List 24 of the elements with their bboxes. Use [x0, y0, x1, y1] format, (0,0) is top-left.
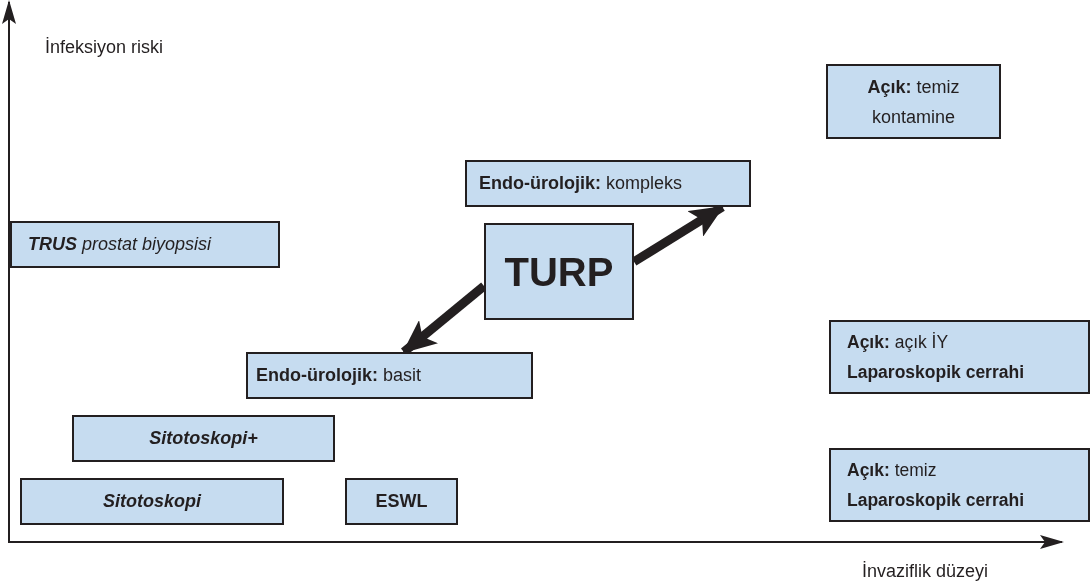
process-box — [484, 223, 634, 320]
box-text: Açık: temiz — [847, 459, 937, 482]
box-text: Laparoskopik cerrahi — [847, 489, 1025, 512]
box-text: Açık: açık İY — [847, 331, 949, 354]
process-box — [10, 221, 280, 268]
axis-label: İnfeksiyon riski — [45, 36, 164, 59]
box-text: Açık: temiz kontamine — [866, 75, 961, 129]
process-box — [72, 415, 335, 462]
box-text: Sitotoskopi — [103, 490, 201, 513]
process-box — [246, 352, 533, 399]
axis-label: İnvaziflik düzeyi — [862, 560, 989, 583]
box-text: ESWL — [375, 490, 428, 513]
process-box — [829, 448, 1090, 522]
process-box — [345, 478, 458, 525]
process-box — [465, 160, 751, 207]
process-box — [829, 320, 1090, 394]
box-text: TURP — [504, 248, 614, 296]
box-text: Laparoskopik cerrahi — [847, 361, 1025, 384]
process-box — [826, 64, 1001, 139]
box-text: Endo-ürolojik: basit — [256, 364, 421, 387]
process-box — [20, 478, 284, 525]
box-text: Sitotoskopi+ — [149, 427, 258, 450]
box-text: Endo-ürolojik: kompleks — [479, 172, 682, 195]
box-text: TRUS prostat biyopsisi — [28, 233, 212, 256]
